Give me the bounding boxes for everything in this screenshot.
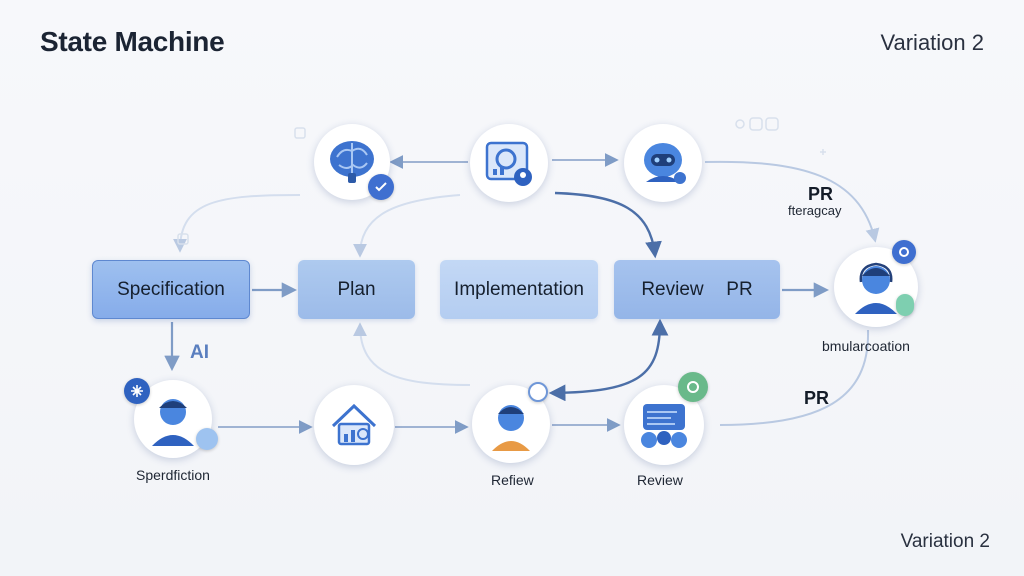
dashboard-icon: [485, 141, 532, 186]
person-icon: [152, 399, 194, 446]
arrow-impl-review: [554, 191, 662, 259]
person-icon: [492, 405, 530, 451]
arrow-review-refiew: [548, 318, 669, 402]
refiew-label: Refiew: [491, 472, 534, 488]
page-title: State Machine: [40, 26, 225, 57]
loop-left-top: [173, 194, 301, 253]
state-review-pr[interactable]: Review PR: [614, 260, 780, 319]
state-specification-label: Specification: [117, 278, 225, 300]
specification-gear-badge-icon: [124, 378, 150, 404]
team-icon: [641, 404, 687, 448]
state-review-label: Review: [641, 278, 704, 300]
person-headset-icon: [855, 262, 897, 314]
review-brain-badge-icon: [678, 372, 708, 402]
brain-icon: [330, 141, 374, 183]
state-plan[interactable]: Plan: [298, 260, 415, 319]
state-implementation[interactable]: Implementation: [440, 260, 598, 319]
ai-label: AI: [190, 342, 209, 363]
state-plan-label: Plan: [337, 278, 376, 300]
loop-right-top: [704, 160, 880, 243]
loop-right-bottom: [719, 329, 870, 426]
home-chart-icon: [331, 403, 377, 446]
loop-plan-down: [353, 322, 471, 386]
pr-bottom-label: PR: [804, 388, 830, 408]
variation-label-bottom: Variation 2: [900, 531, 990, 552]
decor-glyphs: [177, 117, 826, 245]
state-implementation-label: Implementation: [454, 278, 584, 300]
state-specification[interactable]: Specification: [92, 260, 250, 319]
robot-node[interactable]: [624, 124, 702, 202]
specification-bottom-label: Sperdfiction: [136, 467, 210, 483]
pr-top-sublabel: fteragcay: [788, 203, 842, 218]
pr-top-label: PR: [808, 184, 834, 204]
simulation-badge-icon: [892, 240, 916, 264]
brain-badge-icon: [368, 174, 394, 200]
simulation-label: bmularcoation: [822, 338, 910, 354]
plan-home-node[interactable]: [314, 385, 394, 465]
implementation-node[interactable]: [470, 124, 548, 202]
robot-icon: [644, 143, 686, 184]
refiew-gear-badge-icon: [528, 382, 548, 402]
loop-plan-up: [353, 194, 461, 258]
simulation-leaf-icon: [896, 294, 914, 316]
state-review-pr-label: PR: [726, 278, 753, 300]
specification-brain-badge-icon: [196, 428, 218, 450]
review-bottom-label: Review: [637, 472, 683, 488]
variation-label-top: Variation 2: [880, 30, 984, 55]
